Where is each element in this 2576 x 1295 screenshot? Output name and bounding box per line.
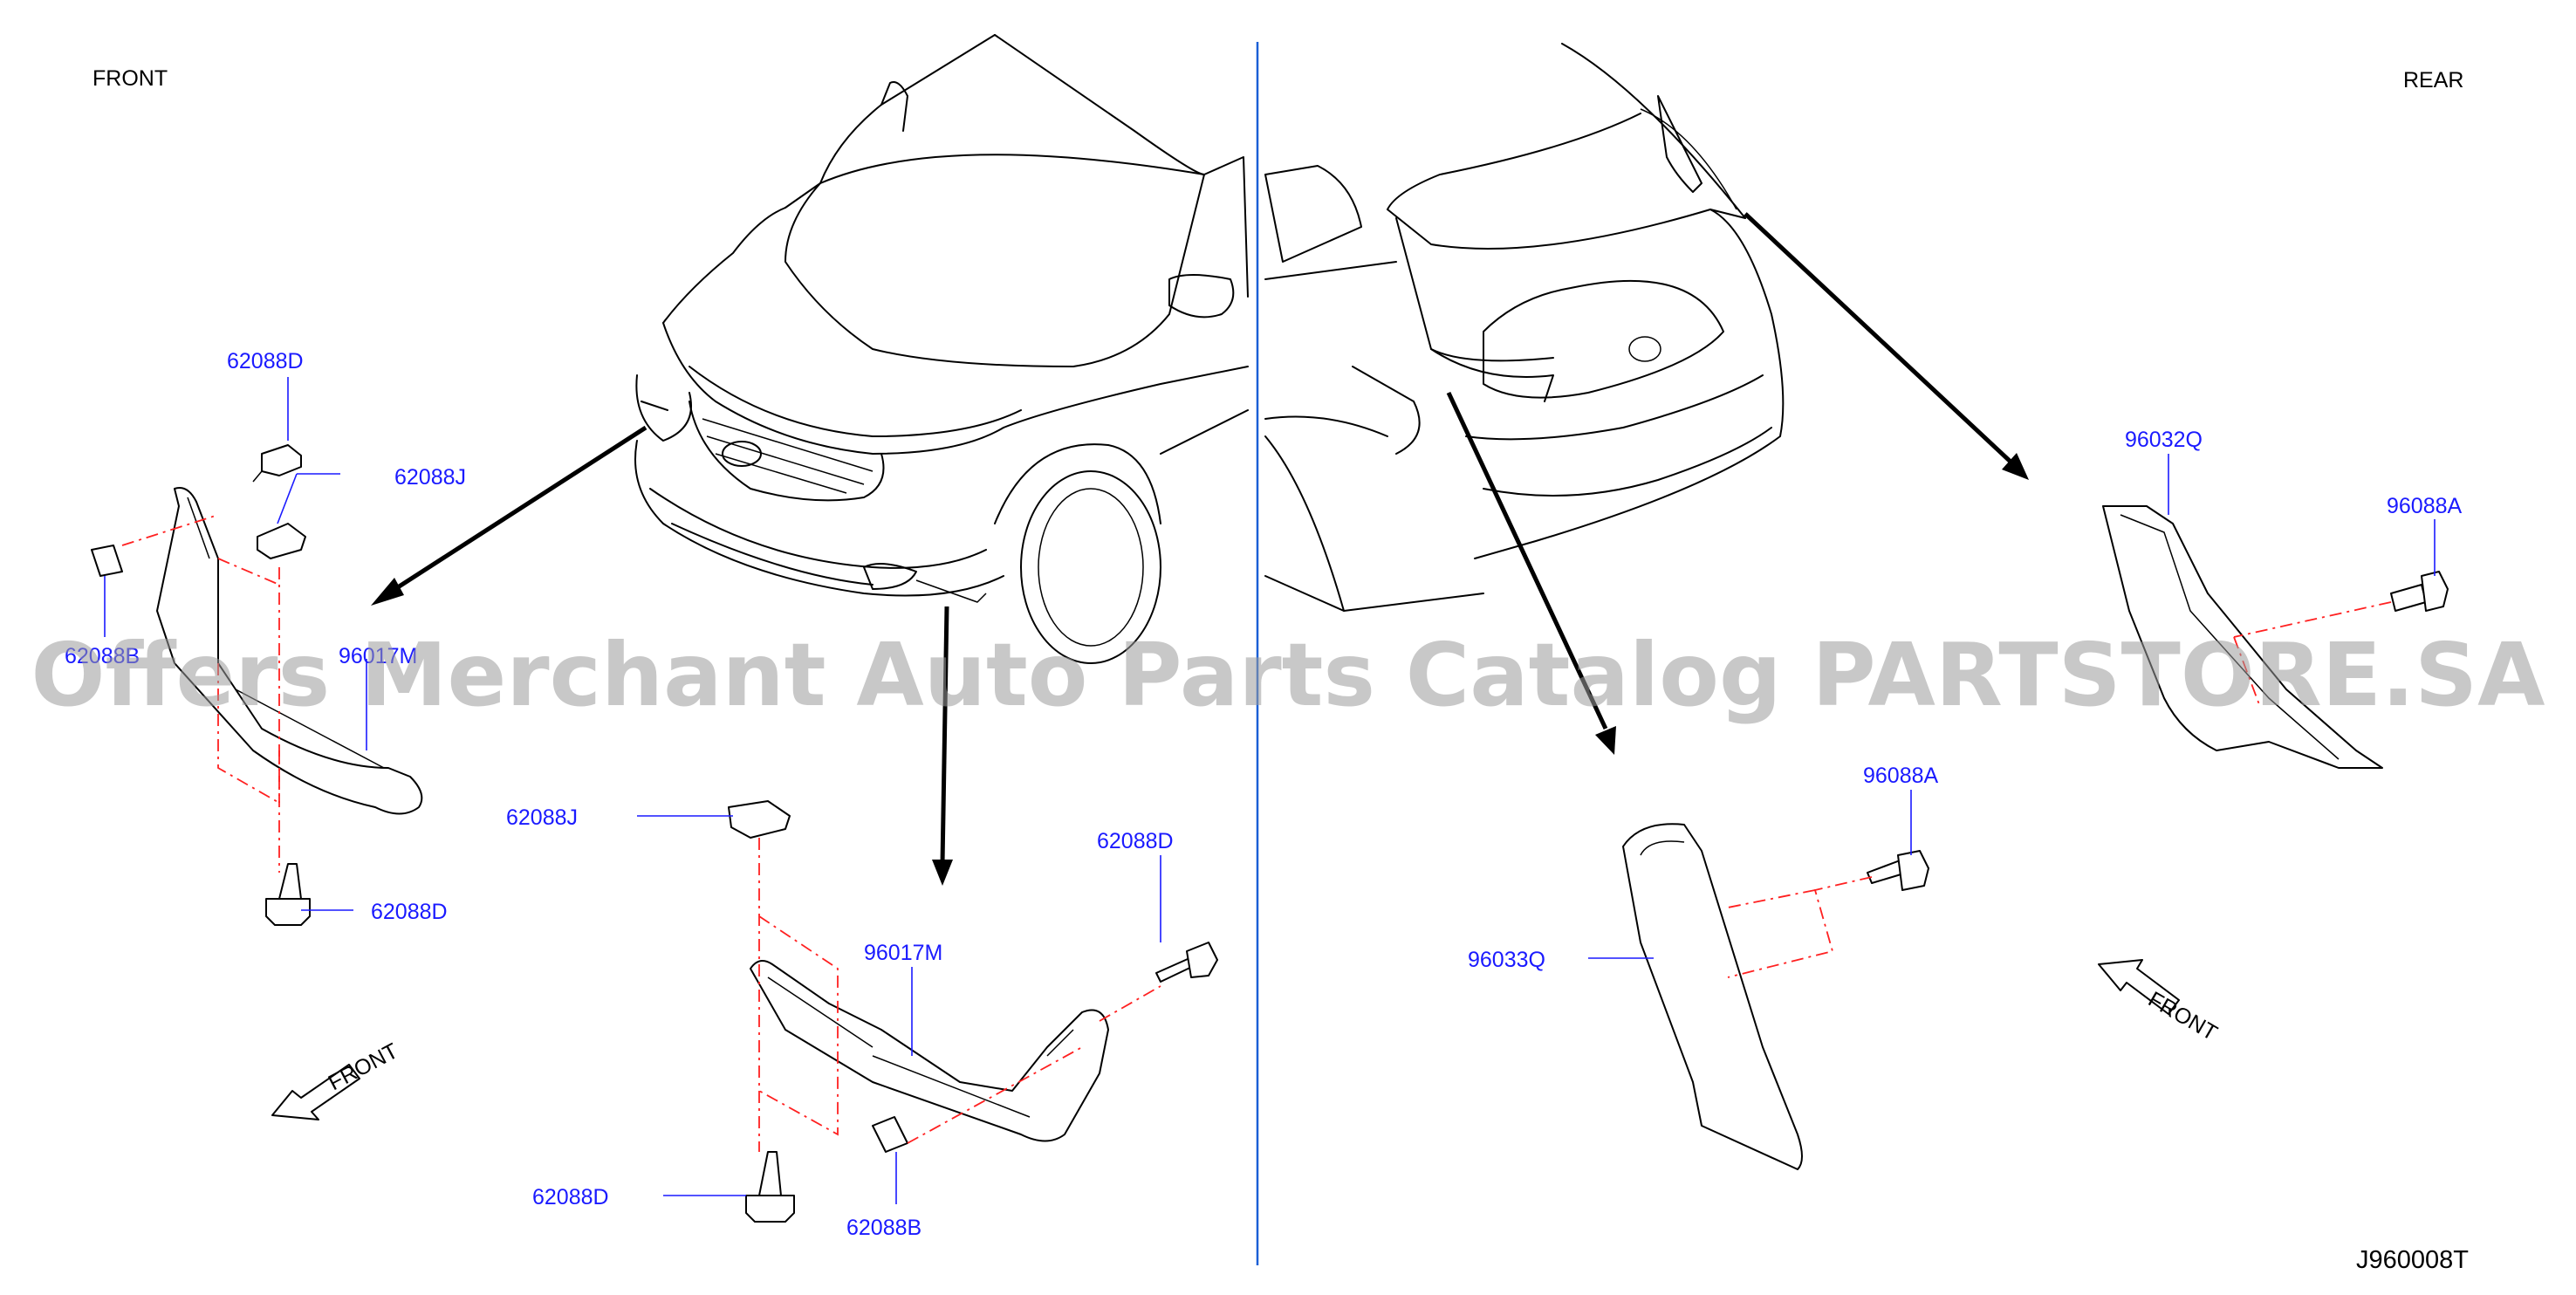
protector-96017m — [750, 960, 1109, 1142]
rear-car-illustration — [1264, 43, 1785, 612]
front-direction-label-right: FRONT — [2144, 987, 2222, 1045]
label-96033q: 96033Q — [1468, 948, 1545, 972]
label-96088a-lower: 96088A — [1863, 764, 1939, 788]
front-car-illustration — [634, 34, 1249, 664]
front-left-protector-assembly — [91, 444, 423, 926]
bolt-62088d-lower — [745, 1195, 795, 1223]
label-leaders — [104, 377, 2436, 1204]
rear-upper-protector-assembly — [2102, 505, 2449, 769]
label-62088b-lower: 62088B — [846, 1216, 921, 1240]
protector-96032q — [2102, 505, 2383, 769]
front-protector-assembly — [728, 800, 1218, 1223]
front-view-header: FRONT — [92, 66, 168, 91]
bolt-62088d-right — [1186, 942, 1218, 978]
protector-96033q — [1622, 823, 1803, 1170]
diagram-code: J960008T — [2356, 1246, 2469, 1274]
label-62088d-right: 62088D — [1097, 829, 1174, 853]
rear-callout-arrows — [1446, 212, 2029, 755]
clip-62088b-left — [91, 545, 123, 577]
label-62088j-top: 62088J — [394, 465, 466, 490]
rear-view-header: REAR — [2403, 68, 2463, 92]
label-62088j-mid: 62088J — [506, 805, 578, 830]
front-direction-indicator-right: FRONT — [2098, 959, 2222, 1045]
clip-62088j-top — [257, 523, 306, 559]
front-callout-arrows — [371, 425, 953, 886]
clip-62088b-lower — [872, 1116, 908, 1153]
front-direction-indicator-left: FRONT — [271, 1038, 402, 1120]
label-62088d-lower: 62088D — [532, 1185, 609, 1209]
label-62088d-bottom: 62088D — [371, 900, 448, 924]
clip-62088j-mid — [728, 800, 791, 839]
watermark: Offers Merchant Auto Parts Catalog PARTS… — [31, 624, 2545, 726]
bolt-96088a-lower — [1897, 850, 1929, 891]
bolt-96088a-upper — [2421, 571, 2449, 612]
label-96032q: 96032Q — [2125, 428, 2203, 452]
label-62088b-left: 62088B — [65, 644, 140, 668]
bolt-62088d-bottom — [265, 898, 311, 926]
label-62088d-top: 62088D — [227, 349, 304, 373]
bolt-62088d-top — [261, 444, 302, 476]
label-96088a-upper: 96088A — [2387, 494, 2463, 518]
label-96017m: 96017M — [864, 941, 942, 965]
protector-96017m-left — [156, 487, 423, 815]
label-96017m-left: 96017M — [339, 644, 417, 668]
rear-lower-protector-assembly — [1622, 823, 1929, 1170]
front-direction-label-left: FRONT — [325, 1038, 402, 1095]
